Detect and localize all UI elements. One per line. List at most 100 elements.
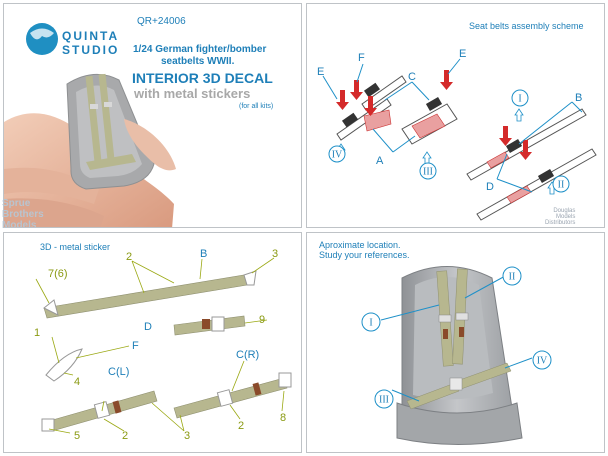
brand-subname: STUDIO <box>62 43 120 57</box>
brand-name: QUINTA <box>62 29 120 43</box>
label-b: B <box>200 248 207 260</box>
buckle <box>216 389 234 407</box>
product-subtitle: seatbelts WWII. <box>161 56 235 67</box>
label-2-right: 2 <box>238 420 244 432</box>
roman-circle-iv <box>328 145 346 163</box>
label-2-bottom: 2 <box>122 430 128 442</box>
parts-panel: 3D - metal sticker <box>3 232 302 453</box>
arrow-icon <box>350 80 363 100</box>
location-note: Aproximate location. <box>319 240 401 250</box>
strap-end <box>278 372 292 388</box>
label-1: 1 <box>34 327 40 339</box>
part-callouts <box>35 257 285 434</box>
arrow-icon <box>499 126 512 146</box>
label-e-right: E <box>459 48 466 60</box>
buckle <box>363 82 381 98</box>
strap-end <box>243 270 257 286</box>
buckle <box>449 377 463 391</box>
hatched-area <box>411 113 446 139</box>
buckle <box>341 112 359 128</box>
assembly-panel: Seat belts assembly scheme <box>306 3 605 228</box>
label-d: D <box>144 321 152 333</box>
arrow-icon <box>336 90 349 110</box>
red-arrows <box>336 70 453 116</box>
part-f <box>45 348 83 382</box>
label-9: 9 <box>259 314 265 326</box>
roman-iv: IV <box>537 356 548 367</box>
label-4: 4 <box>74 376 80 388</box>
label-b: B <box>575 92 582 104</box>
side-watermark: Sprue Brothers Models <box>2 198 44 231</box>
logo-wave <box>30 28 54 40</box>
label-8: 8 <box>280 412 286 424</box>
label-cl: C(L) <box>108 366 129 378</box>
label-7-6: 7(6) <box>48 268 68 280</box>
finger-shape <box>4 198 104 227</box>
roman-circle-i <box>361 312 381 332</box>
product-headline-2: with metal stickers <box>134 86 251 101</box>
arrow-icon <box>519 140 532 160</box>
label-cr: C(R) <box>236 349 259 361</box>
roman-circle-iv <box>532 350 552 370</box>
roman-circle-ii <box>552 175 570 193</box>
buckle <box>104 102 112 107</box>
buckle <box>425 97 443 111</box>
lap-belt <box>86 154 136 170</box>
leather-tab <box>459 327 464 337</box>
label-c: C <box>408 71 416 83</box>
parts-diagram: 7(6) 2 B 3 D 9 1 F 4 C(L) C(R) 5 2 3 2 8 <box>34 248 292 442</box>
strap-end <box>41 418 55 432</box>
label-2-top: 2 <box>126 251 132 263</box>
label-a: A <box>376 155 384 167</box>
product-panel: QUINTA STUDIO QR+24006 1/24 German fight… <box>3 3 302 228</box>
label-f: F <box>358 52 365 64</box>
roman-circle-iii <box>419 162 437 180</box>
logo-icon <box>26 23 58 55</box>
roman-iii: III <box>379 395 389 406</box>
product-code: QR+24006 <box>137 16 186 27</box>
watermark: Douglas Models Distributors <box>545 208 576 226</box>
arrow-outline-icon <box>514 108 524 122</box>
location-note-2: Study your references. <box>319 250 410 260</box>
product-note: (for all kits) <box>239 103 274 110</box>
buckle <box>505 139 523 153</box>
buckle <box>455 312 469 321</box>
parts-caption: 3D - metal sticker <box>40 242 111 252</box>
product-headline: INTERIOR 3D DECAL <box>132 70 273 86</box>
seat-inner <box>413 277 493 400</box>
label-3-top: 3 <box>272 248 278 260</box>
leather-tab <box>252 382 262 396</box>
assembly-title: Seat belts assembly scheme <box>469 21 584 31</box>
buckle <box>211 316 225 332</box>
strap-end <box>43 299 59 316</box>
label-d: D <box>486 181 494 193</box>
roman-i: I <box>518 94 521 105</box>
lap-belt-left <box>406 382 460 410</box>
leather-tab <box>443 329 448 339</box>
label-e-left: E <box>317 66 324 78</box>
roman-i: I <box>369 318 372 329</box>
label-5: 5 <box>74 430 80 442</box>
location-panel: Aproximate location. Study your referenc… <box>306 232 605 453</box>
product-photo <box>4 23 176 227</box>
seat-diagram: I II III IV <box>361 266 552 445</box>
assembly-diagram: E F C E A B D IV III I II <box>317 48 597 221</box>
roman-circle-ii <box>502 266 522 286</box>
arrow-icon <box>440 70 453 90</box>
thumb-shape <box>124 119 176 171</box>
roman-circle-iii <box>374 389 394 409</box>
finger-shape <box>4 167 99 204</box>
belt-strip <box>476 148 597 221</box>
label-3-bottom: 3 <box>184 430 190 442</box>
roman-iii: III <box>423 167 433 178</box>
buckle <box>537 169 555 183</box>
arrow-icon <box>364 96 377 116</box>
belt-strap <box>85 75 102 162</box>
arrow-outline-icon <box>422 151 432 165</box>
roman-circle-i <box>511 89 529 107</box>
leather-tab <box>202 319 210 329</box>
roman-iv: IV <box>332 150 343 161</box>
hatched-area <box>486 151 510 169</box>
seat-base <box>396 402 523 445</box>
product-title: 1/24 German fighter/bomber <box>133 44 267 55</box>
